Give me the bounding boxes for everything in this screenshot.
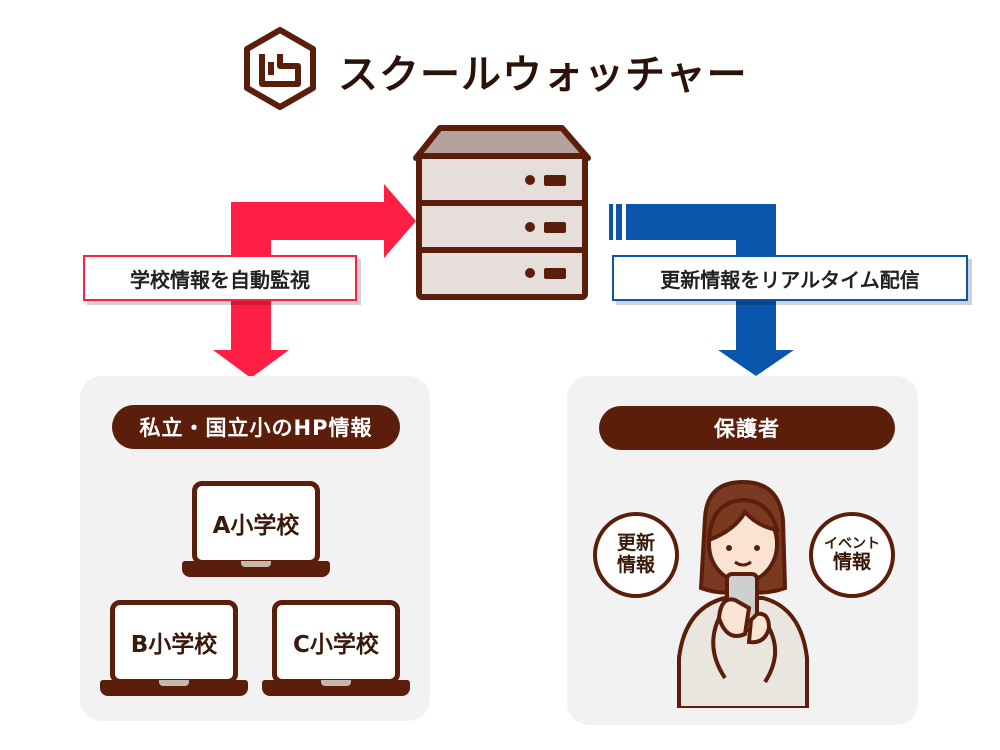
update-info-line1: 更新 xyxy=(616,532,655,555)
laptop-school-b: B小学校 xyxy=(100,600,248,696)
laptop-school-a: A小学校 xyxy=(182,481,330,577)
realtime-delivery-label: 更新情報をリアルタイム配信 xyxy=(612,255,968,301)
app-title: スクールウォッチャー xyxy=(338,52,748,98)
laptop-label: C小学校 xyxy=(272,600,400,684)
laptop-school-c: C小学校 xyxy=(262,600,410,696)
laptop-label: B小学校 xyxy=(110,600,238,684)
event-info-line2: 情報 xyxy=(832,551,871,574)
laptop-base xyxy=(262,680,410,696)
guardian-person-icon xyxy=(677,479,809,708)
school-hp-panel-title: 私立・国立小のHP情報 xyxy=(112,405,400,449)
laptop-label: A小学校 xyxy=(192,481,320,565)
laptop-base xyxy=(100,680,248,696)
update-info-bubble: 更新 情報 xyxy=(593,512,679,598)
guardian-panel-title: 保護者 xyxy=(599,406,895,450)
event-info-line1: イベント xyxy=(824,536,880,553)
event-info-bubble: イベント 情報 xyxy=(809,512,895,598)
server-rack-icon xyxy=(413,125,591,300)
laptop-base xyxy=(182,561,330,577)
school-watcher-logo-icon xyxy=(244,27,316,110)
update-info-line2: 情報 xyxy=(616,554,655,576)
auto-monitor-label: 学校情報を自動監視 xyxy=(83,255,357,301)
